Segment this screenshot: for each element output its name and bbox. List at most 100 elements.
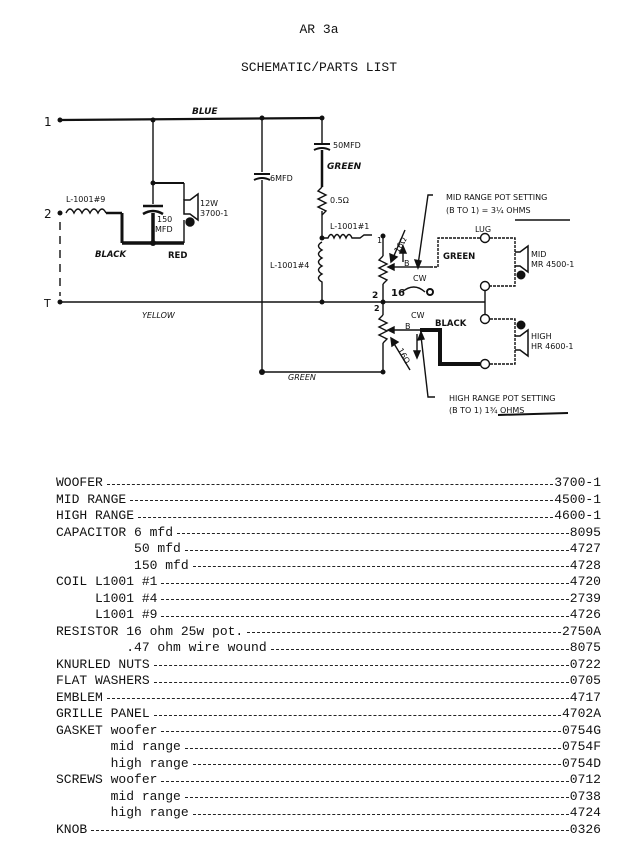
part-description: MID RANGE [56, 491, 131, 508]
leader-dashes [192, 566, 569, 568]
leader-dashes [270, 648, 569, 650]
part-description: CAPACITOR 6 mfd [56, 524, 178, 541]
document-subtitle: SCHEMATIC/PARTS LIST [240, 60, 398, 75]
part-description: GRILLE PANEL [56, 706, 154, 723]
part-number: 4726 [569, 607, 601, 622]
cap-50-label: 50MFD [333, 141, 361, 150]
mid-speaker-icon [515, 244, 529, 274]
parts-list-row: FLAT WASHERS 0705 [56, 673, 601, 690]
part-number: 4500-1 [554, 491, 601, 507]
part-description: WOOFER [56, 475, 107, 492]
cap-150-label-line1: 150 [157, 215, 172, 224]
part-number: 4702A [561, 706, 601, 721]
wire-label-black-left: BLACK [95, 250, 127, 260]
leader-dashes [247, 632, 561, 634]
part-number: 0738 [569, 788, 601, 804]
document-title: AR 3a [299, 22, 339, 37]
part-number: 2739 [569, 590, 601, 606]
resistor-label: 0.5Ω [330, 196, 349, 205]
parts-list-row: RESISTOR 16 ohm 25w pot. 2750A [56, 623, 601, 640]
leader-dashes [192, 813, 569, 815]
parts-list-row: GASKET woofer 0754G [56, 722, 601, 739]
parts-list-row: CAPACITOR 6 mfd 8095 [56, 524, 601, 541]
part-number: 4717 [569, 689, 601, 705]
coil-l1001-1 [322, 233, 372, 240]
mid-driver-label-line1: MID [531, 250, 546, 259]
high-driver-label-line1: HIGH [531, 332, 552, 341]
pot-lower-resistor [377, 314, 389, 344]
part-number: 4727 [569, 541, 601, 556]
part-number: 8095 [569, 524, 601, 540]
pot-upper-resistor [377, 255, 389, 285]
part-number: 2750A [561, 623, 601, 639]
leader-dashes [177, 533, 569, 535]
part-description: mid range [56, 788, 185, 805]
wire-label-green-top: GREEN [327, 162, 362, 172]
woofer-label-line1: 12W [200, 199, 218, 208]
leader-dashes [161, 615, 569, 617]
high-pot-note-line1: HIGH RANGE POT SETTING [449, 394, 555, 403]
wire-label-black-right: BLACK [435, 319, 467, 329]
mid-pot-note-line1: MID RANGE POT SETTING [446, 193, 547, 202]
high-speaker-icon [515, 328, 529, 358]
leader-dashes [161, 599, 569, 601]
parts-list-row: L1001 #4 2739 [56, 590, 601, 607]
part-number: 8075 [569, 640, 601, 655]
parts-list-row: COIL L1001 #1 4720 [56, 574, 601, 591]
part-description: KNURLED NUTS [56, 656, 154, 673]
wire-label-yellow: YELLOW [142, 311, 176, 320]
parts-list-row: high range 4724 [56, 805, 601, 822]
leader-dashes [130, 500, 554, 502]
part-description: FLAT WASHERS [56, 673, 154, 690]
part-number: 3700-1 [554, 475, 601, 490]
terminal-2-label: 2 [44, 207, 52, 221]
high-driver-label-line2: HR 4600-1 [531, 342, 573, 351]
part-description: mid range [56, 739, 185, 756]
coil-l9-label: L-1001#9 [66, 195, 105, 204]
leader-dashes [153, 714, 561, 716]
schematic-diagram: 1 2 T BLUE YELLOW GREEN GREEN GREEN BLAC… [43, 107, 574, 416]
coil-l1-label: L-1001#1 [330, 222, 369, 231]
pot-16-label: 16 [391, 288, 405, 299]
pot-wiper-b-top: B [404, 259, 410, 268]
leader-dashes [153, 681, 569, 683]
part-number: 0326 [569, 821, 601, 837]
part-description: high range [56, 755, 193, 772]
part-number: 0712 [569, 772, 601, 787]
parts-list-row: 150 mfd 4728 [56, 557, 601, 574]
woofer-label-line2: 3700-1 [200, 209, 228, 218]
pot-cw-top: CW [413, 274, 427, 283]
part-number: 4724 [569, 805, 601, 820]
part-description: GASKET woofer [56, 722, 162, 739]
part-description: 50 mfd [56, 541, 185, 558]
parts-list-row: WOOFER 3700-1 [56, 475, 601, 492]
wire-label-blue: BLUE [192, 107, 218, 117]
parts-list-row: KNURLED NUTS 0722 [56, 656, 601, 673]
lug-label: LUG [475, 225, 491, 234]
pot-node-2b: 2 [374, 304, 380, 313]
coil-l1001-4 [317, 241, 324, 300]
pot-node-2a: 2 [372, 291, 378, 301]
cap-150-label-line2: MFD [155, 225, 173, 234]
wire-label-green-mid: GREEN [443, 252, 475, 262]
wire-label-green-bottom: GREEN [288, 373, 316, 382]
part-description: L1001 #9 [56, 607, 162, 624]
leader-dashes [106, 483, 554, 485]
coil-l1001-9 [65, 208, 107, 215]
part-number: 0754D [561, 755, 601, 771]
leader-dashes [161, 780, 569, 782]
parts-list: WOOFER 3700-1 MID RANGE 4500-1 HIGH RANG… [56, 475, 601, 838]
parts-list-row: GRILLE PANEL 4702A [56, 706, 601, 723]
part-number: 0722 [569, 656, 601, 672]
leader-dashes [184, 797, 569, 799]
parts-list-row: 50 mfd 4727 [56, 541, 601, 558]
leader-dashes [106, 698, 569, 700]
leader-dashes [161, 582, 569, 584]
parts-list-row: MID RANGE 4500-1 [56, 491, 601, 508]
leader-dashes [161, 731, 561, 733]
part-number: 4728 [569, 557, 601, 573]
cap-6-label: 6MFD [270, 174, 293, 183]
parts-list-row: high range 0754D [56, 755, 601, 772]
leader-dashes [184, 549, 569, 551]
leader-dashes [138, 516, 554, 518]
